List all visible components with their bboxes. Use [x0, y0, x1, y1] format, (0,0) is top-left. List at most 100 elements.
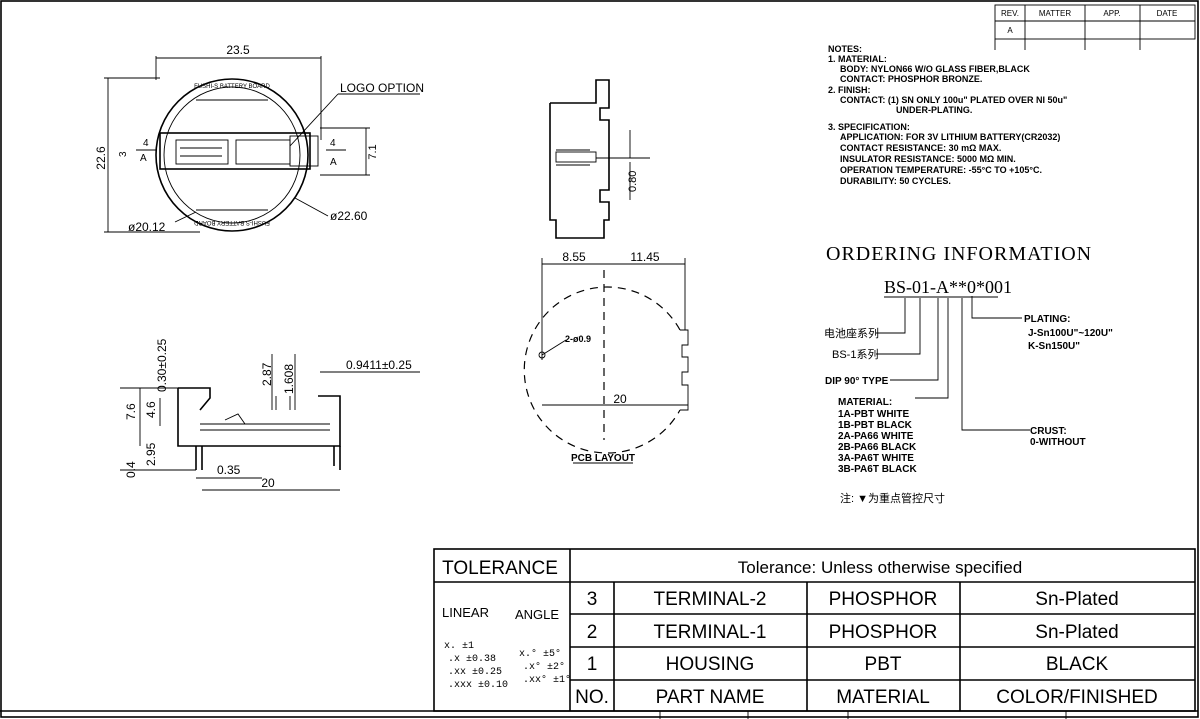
- date-header: DATE: [1157, 9, 1178, 18]
- sec-dim-2-87: 2.87: [260, 362, 274, 386]
- dim-height: 22.6: [94, 146, 108, 170]
- series-cn: 电池座系列: [824, 326, 879, 340]
- row-material: PHOSPHOR: [829, 589, 938, 610]
- pcb-dim-20: 20: [613, 392, 627, 406]
- note-line: 1. MATERIAL:: [828, 54, 887, 64]
- series-bs: BS-1系列: [832, 347, 878, 361]
- pcb-dim-right: 11.45: [630, 250, 659, 264]
- ordering-title: ORDERING INFORMATION: [826, 243, 1092, 265]
- row-no: 2: [587, 622, 598, 643]
- material-option: 1A-PBT WHITE: [838, 409, 909, 420]
- dim-3: 3: [118, 151, 129, 157]
- sec-dim-0-9411: 0.9411±0.25: [346, 358, 412, 372]
- note-line: DURABILITY: 50 CYCLES.: [840, 176, 951, 186]
- note-line: CONTACT: PHOSPHOR BRONZE.: [840, 74, 982, 84]
- row-color: Sn-Plated: [1035, 622, 1118, 643]
- ring-text-top: FUSHI-S BATTERY BOARD: [194, 84, 270, 90]
- rev-header: REV.: [1001, 9, 1019, 18]
- pcb-hole: 2-ø0.9: [565, 334, 591, 344]
- row-part: TERMINAL-1: [654, 622, 767, 643]
- col-material: MATERIAL: [836, 687, 930, 708]
- linear-value: x. ±1: [444, 641, 474, 652]
- row-no: 1: [587, 654, 598, 675]
- dim-width: 23.5: [226, 43, 250, 57]
- dim-0-80: 0.80: [627, 171, 639, 192]
- material-option: 1B-PBT BLACK: [838, 420, 913, 431]
- tolerance-header: Tolerance: Unless otherwise specified: [738, 558, 1022, 577]
- dim-4: 4: [143, 138, 149, 149]
- note-line: OPERATION TEMPERATURE: -55°C TO +105°C.: [840, 165, 1042, 175]
- material-option: 2B-PA66 BLACK: [838, 442, 917, 453]
- row-material: PBT: [865, 654, 902, 675]
- linear-value: .x ±0.38: [448, 654, 496, 665]
- angle-label: ANGLE: [515, 607, 559, 622]
- pcb-label: PCB LAYOUT: [571, 453, 635, 464]
- col-color-finished: COLOR/FINISHED: [996, 687, 1158, 708]
- angle-value: x.° ±5°: [519, 648, 561, 660]
- app-header: APP.: [1103, 9, 1120, 18]
- row-no: 3: [587, 589, 598, 610]
- material-option: 3B-PA6T BLACK: [838, 464, 917, 475]
- angle-value: .xx° ±1°: [523, 674, 571, 686]
- row-part: HOUSING: [666, 654, 755, 675]
- dim-4b: 4: [330, 138, 336, 149]
- row-color: Sn-Plated: [1035, 589, 1118, 610]
- plating-value: K-Sn150U": [1028, 341, 1080, 352]
- row-material: PHOSPHOR: [829, 622, 938, 643]
- material-option: 3A-PA6T WHITE: [838, 453, 914, 464]
- ordering-info: ORDERING INFORMATION BS-01-A**0*001 PLAT…: [824, 243, 1113, 505]
- plating-value: J-Sn100U"~120U": [1028, 328, 1113, 339]
- angle-value: .x° ±2°: [523, 661, 565, 673]
- linear-value: .xx ±0.25: [448, 667, 502, 678]
- note-line: BODY: NYLON66 W/O GLASS FIBER,BLACK: [840, 64, 1030, 74]
- revision-block: REV. MATTER APP. DATE A: [994, 4, 1196, 50]
- side-view: 0.80: [549, 79, 650, 239]
- note-line: 2. FINISH:: [828, 85, 871, 95]
- tolerance-table: TOLERANCE Tolerance: Unless otherwise sp…: [0, 548, 1198, 719]
- pcb-layout: 2-ø0.9 8.55 11.45 20 PCB LAYOUT: [523, 250, 689, 464]
- row-part: TERMINAL-2: [654, 589, 767, 610]
- col-part-name: PART NAME: [656, 687, 765, 708]
- matter-header: MATTER: [1039, 9, 1072, 18]
- notes-title: NOTES:: [828, 44, 862, 54]
- crust-value: 0-WITHOUT: [1030, 437, 1086, 448]
- sec-dim-1-608: 1.608: [282, 364, 296, 394]
- rev-value: A: [1007, 26, 1013, 35]
- linear-label: LINEAR: [442, 605, 489, 620]
- tolerance-title: TOLERANCE: [442, 558, 558, 579]
- sec-dim-0-30: 0.30±0.25: [155, 338, 169, 392]
- sec-dim-0-35: 0.35: [217, 463, 241, 477]
- crust-label: CRUST:: [1030, 426, 1067, 437]
- top-view: FUSHI-S BATTERY BOARD FUSHI-S BATTERY BO…: [94, 43, 424, 234]
- pcb-dim-left: 8.55: [562, 250, 586, 264]
- dim-outer-dia: ø22.60: [330, 209, 368, 223]
- note-line: CONTACT: (1) SN ONLY 100u" PLATED OVER N…: [840, 95, 1067, 105]
- footnote: 注: ▼为重点管控尺寸: [840, 491, 945, 505]
- note-line: 3. SPECIFICATION:: [828, 122, 910, 132]
- dim-7-1: 7.1: [367, 144, 379, 159]
- sec-dim-0-4: 0.4: [124, 461, 138, 478]
- label-a2: A: [330, 157, 337, 168]
- material-option: 2A-PA66 WHITE: [838, 431, 914, 442]
- plating-label: PLATING:: [1024, 314, 1070, 325]
- linear-value: .xxx ±0.10: [448, 680, 508, 691]
- label-a: A: [140, 153, 147, 164]
- dip-type: DIP 90° TYPE: [825, 376, 889, 387]
- note-line: APPLICATION: FOR 3V LITHIUM BATTERY(CR20…: [840, 132, 1060, 142]
- ordering-code: BS-01-A**0*001: [884, 277, 1012, 297]
- sec-dim-7-6: 7.6: [124, 403, 138, 420]
- material-label: MATERIAL:: [838, 397, 892, 408]
- section-view: 7.6 4.6 0.30±0.25 2.95 0.4 2.87 1.608 0.…: [120, 338, 420, 491]
- logo-option: LOGO OPTION: [340, 81, 424, 95]
- col-no: NO.: [575, 687, 609, 708]
- row-color: BLACK: [1046, 654, 1109, 675]
- notes-block: NOTES: 1. MATERIAL: BODY: NYLON66 W/O GL…: [828, 44, 1067, 186]
- dim-inner-dia: ø20.12: [128, 220, 166, 234]
- note-line: UNDER-PLATING.: [896, 105, 972, 115]
- ring-text-bottom: FUSHI-S BATTERY BOARD: [193, 219, 269, 225]
- note-line: INSULATOR RESISTANCE: 5000 MΩ MIN.: [840, 154, 1016, 164]
- note-line: CONTACT RESISTANCE: 30 mΩ MAX.: [840, 143, 1001, 153]
- sec-dim-20: 20: [261, 476, 275, 490]
